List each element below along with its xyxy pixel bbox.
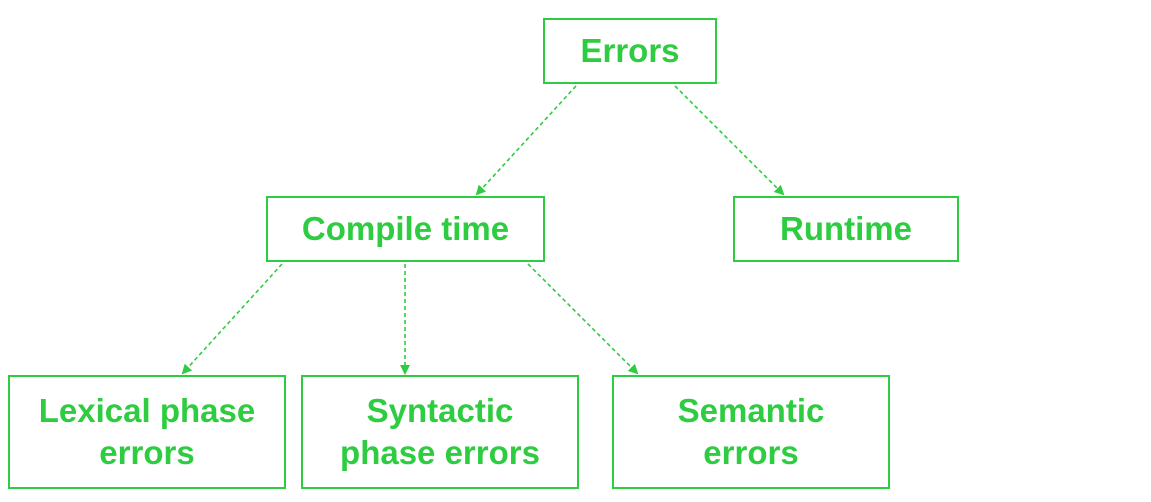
- node-syntactic-phase-errors-label: Syntactic phase errors: [340, 392, 540, 471]
- node-lexical-phase-errors: Lexical phase errors: [8, 375, 286, 489]
- edge-compile-time-to-lexical: [181, 263, 283, 375]
- node-semantic-errors-label: Semantic errors: [677, 392, 825, 471]
- node-lexical-phase-errors-label: Lexical phase errors: [38, 392, 256, 471]
- node-compile-time-label: Compile time: [301, 210, 510, 247]
- node-errors-label: Errors: [580, 32, 680, 69]
- node-runtime: Runtime: [733, 196, 959, 262]
- edge-errors-to-compile-time: [475, 85, 577, 196]
- node-syntactic-phase-errors: Syntactic phase errors: [301, 375, 579, 489]
- node-semantic-errors: Semantic errors: [612, 375, 890, 489]
- node-runtime-label: Runtime: [780, 210, 912, 247]
- node-compile-time: Compile time: [266, 196, 545, 262]
- edge-compile-time-to-semantic: [527, 263, 639, 375]
- edge-errors-to-runtime: [674, 85, 785, 196]
- node-errors: Errors: [543, 18, 717, 84]
